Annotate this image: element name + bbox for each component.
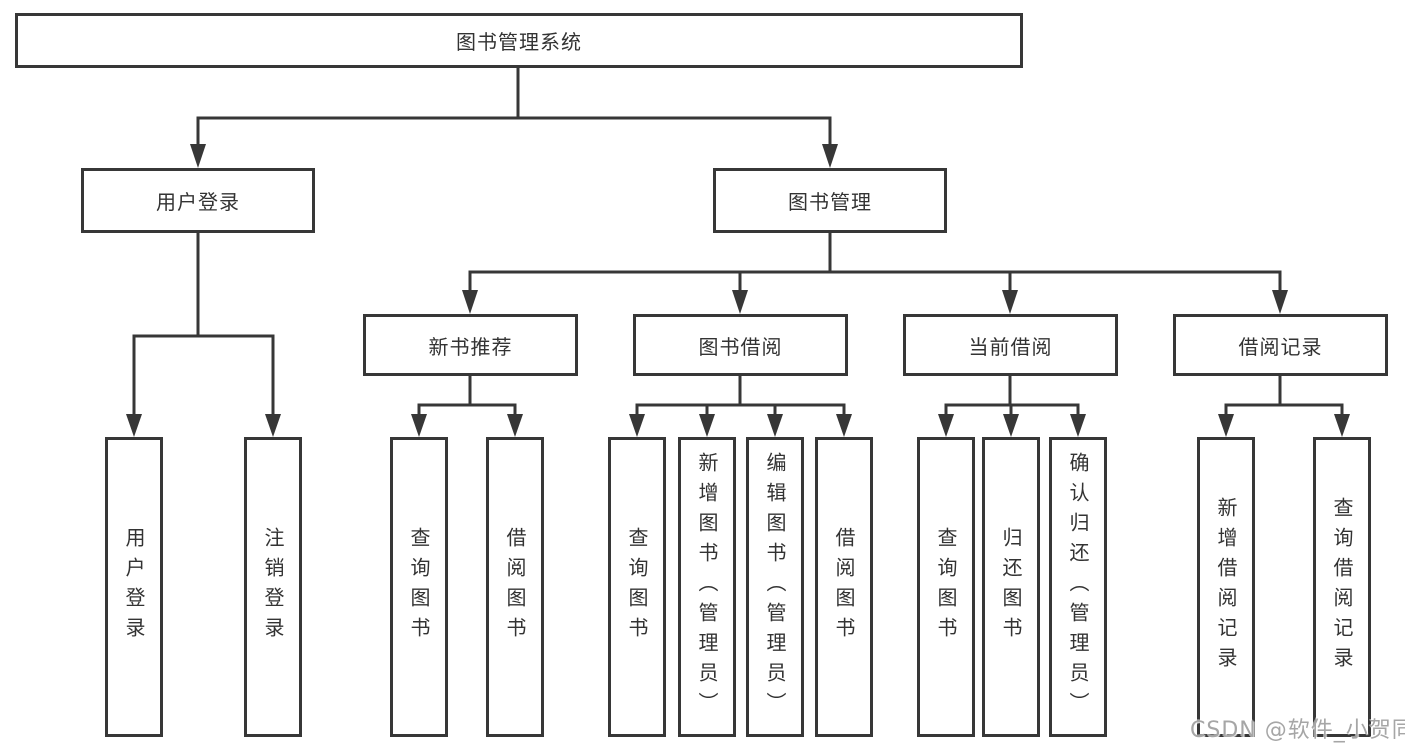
node-new-book-recommendation: 新书推荐 [363,314,578,376]
connector-current-borrowing-to-leaves [944,374,1080,420]
node-label: 用户登录 [156,190,240,214]
node-book-borrowing: 图书借阅 [633,314,848,376]
node-user-login: 用户登录 [81,168,315,233]
node-borrowing-records: 借阅记录 [1173,314,1388,376]
connector-book-borrowing-to-leaves [635,374,846,420]
node-current-borrowing: 当前借阅 [903,314,1118,376]
node-label: 确认归还（管理员） [1066,452,1090,722]
node-label: 借阅图书 [832,527,856,647]
csdn-watermark: CSDN @软件_小贺同学 [1190,718,1405,743]
node-label: 新增借阅记录 [1214,497,1238,677]
node-edit-books-admin: 编辑图书（管理员） [746,437,804,737]
node-label: 图书管理 [788,190,872,214]
node-label: 当前借阅 [968,334,1053,359]
node-query-books-borrow: 查询图书 [608,437,666,737]
node-borrow-books: 借阅图书 [815,437,873,737]
node-user-login-action: 用户登录 [105,437,163,737]
node-book-management-system: 图书管理系统 [15,13,1023,68]
node-query-borrow-record: 查询借阅记录 [1313,437,1371,737]
node-return-books: 归还图书 [982,437,1040,737]
node-borrow-books-recommend: 借阅图书 [486,437,544,737]
node-label: 新书推荐 [428,334,513,359]
connector-book-management-to-level3 [468,231,1282,294]
node-add-borrow-record: 新增借阅记录 [1197,437,1255,737]
node-label: 图书管理系统 [456,30,582,54]
node-query-books-recommend: 查询图书 [390,437,448,737]
node-label: 查询图书 [625,527,649,647]
connector-user-login-to-leaves [132,231,275,420]
node-label: 归还图书 [999,527,1023,647]
node-label: 编辑图书（管理员） [763,452,787,722]
node-label: 查询图书 [934,527,958,647]
node-query-books-current: 查询图书 [917,437,975,737]
node-label: 注销登录 [261,527,285,647]
node-book-management: 图书管理 [713,168,947,233]
connector-new-book-to-leaves [417,374,517,420]
node-add-books-admin: 新增图书（管理员） [678,437,736,737]
node-logout: 注销登录 [244,437,302,737]
node-label: 借阅图书 [503,527,527,647]
node-confirm-return-admin: 确认归还（管理员） [1049,437,1107,737]
node-label: 新增图书（管理员） [695,452,719,722]
node-label: 查询图书 [407,527,431,647]
arrowheads [126,144,1350,437]
node-label: 借阅记录 [1238,334,1323,359]
connector-borrowing-records-to-leaves [1224,374,1344,420]
node-label: 用户登录 [122,527,146,647]
connector-root-to-level2 [196,66,832,150]
node-label: 图书借阅 [698,334,783,359]
node-label: 查询借阅记录 [1330,497,1354,677]
